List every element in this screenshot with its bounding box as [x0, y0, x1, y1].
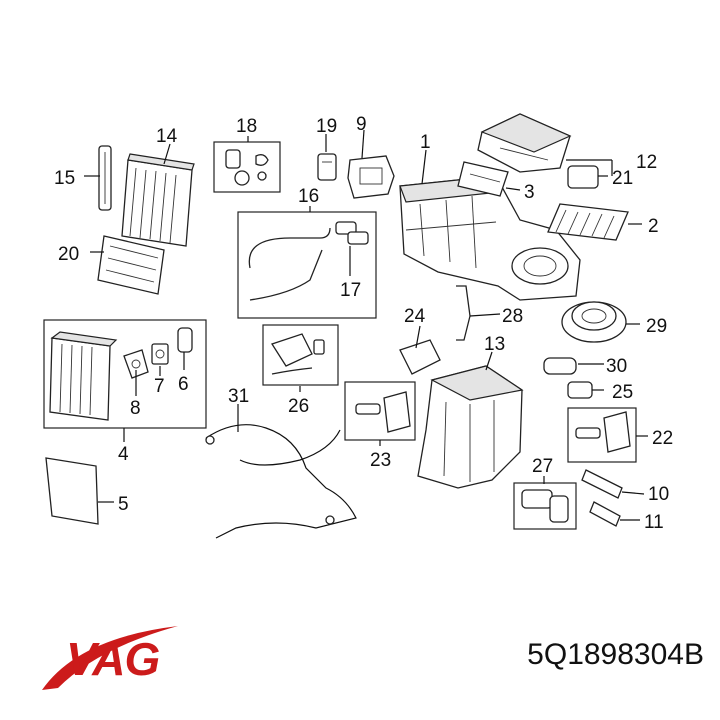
- callout-6: 6: [178, 374, 189, 395]
- callout-21: 21: [612, 168, 633, 189]
- part-6: [177, 327, 193, 353]
- callout-2: 2: [648, 216, 659, 237]
- group-box-18: [213, 141, 281, 193]
- part-11-sensor: [589, 501, 621, 527]
- part-29-blower: [561, 301, 627, 343]
- part-24: [399, 339, 441, 375]
- part-30: [543, 357, 577, 375]
- group-box-4: [43, 319, 207, 429]
- part-number: 5Q1898304B: [527, 638, 704, 671]
- callout-19: 19: [316, 116, 337, 137]
- callout-10: 10: [648, 484, 669, 505]
- part-heater-core: [121, 153, 195, 247]
- callout-16: 16: [298, 186, 319, 207]
- callout-18: 18: [236, 116, 257, 137]
- callouts: 1 2 3 4 5 6 7 8 9 10 11 12 13 14 15 16 1…: [54, 114, 673, 533]
- callout-25: 25: [612, 382, 633, 403]
- callout-12: 12: [636, 152, 657, 173]
- callout-24: 24: [404, 306, 426, 327]
- part-8: [123, 349, 149, 379]
- part-16-hoses: [248, 221, 369, 301]
- callout-29: 29: [646, 316, 667, 337]
- part-9-gasket: [347, 155, 395, 199]
- part-28-pipe: [456, 285, 471, 341]
- part-5-seal: [45, 457, 99, 525]
- part-2-filter: [547, 203, 629, 241]
- callout-13: 13: [484, 334, 505, 355]
- part-heater-element: [97, 235, 165, 295]
- callout-26: 26: [288, 396, 309, 417]
- part-26: [271, 333, 325, 375]
- leader-lines: [84, 129, 648, 521]
- part-21: [567, 165, 599, 189]
- callout-15: 15: [54, 168, 75, 189]
- group-box-26: [262, 324, 339, 386]
- callout-30: 30: [606, 356, 627, 377]
- callout-31: 31: [228, 386, 249, 407]
- callout-27: 27: [532, 456, 553, 477]
- part-12-duct: [477, 113, 572, 173]
- callout-9: 9: [356, 114, 367, 135]
- part-25: [567, 381, 593, 399]
- callout-4: 4: [118, 444, 129, 465]
- part-22: [575, 411, 631, 453]
- vag-logo-swoosh-icon: [42, 626, 178, 690]
- group-box-16: [237, 211, 377, 319]
- callout-7: 7: [154, 376, 165, 397]
- callout-22: 22: [652, 428, 673, 449]
- callout-17: 17: [340, 280, 361, 301]
- part-7: [151, 343, 169, 365]
- group-box-27: [513, 482, 577, 530]
- brand-name: VAG: [66, 633, 160, 685]
- part-19: [317, 153, 337, 181]
- part-31-wiring: [205, 424, 357, 539]
- callout-23: 23: [370, 450, 391, 471]
- part-10-sensor: [581, 469, 623, 499]
- callout-28: 28: [502, 306, 523, 327]
- callout-20: 20: [58, 244, 79, 265]
- callout-8: 8: [130, 398, 141, 419]
- callout-14: 14: [156, 126, 178, 147]
- part-23: [355, 391, 411, 433]
- callout-1: 1: [420, 132, 431, 153]
- part-bracket-15: [98, 145, 112, 211]
- part-1-housing: [399, 175, 581, 301]
- part-4-evaporator: [49, 331, 118, 421]
- part-13-lower-housing: [417, 365, 524, 489]
- callout-11: 11: [644, 512, 664, 533]
- callout-5: 5: [118, 494, 129, 515]
- part-3: [457, 161, 509, 197]
- group-box-22: [567, 407, 637, 463]
- callout-3: 3: [524, 182, 535, 203]
- part-27: [521, 489, 569, 523]
- part-18-kit: [225, 149, 269, 186]
